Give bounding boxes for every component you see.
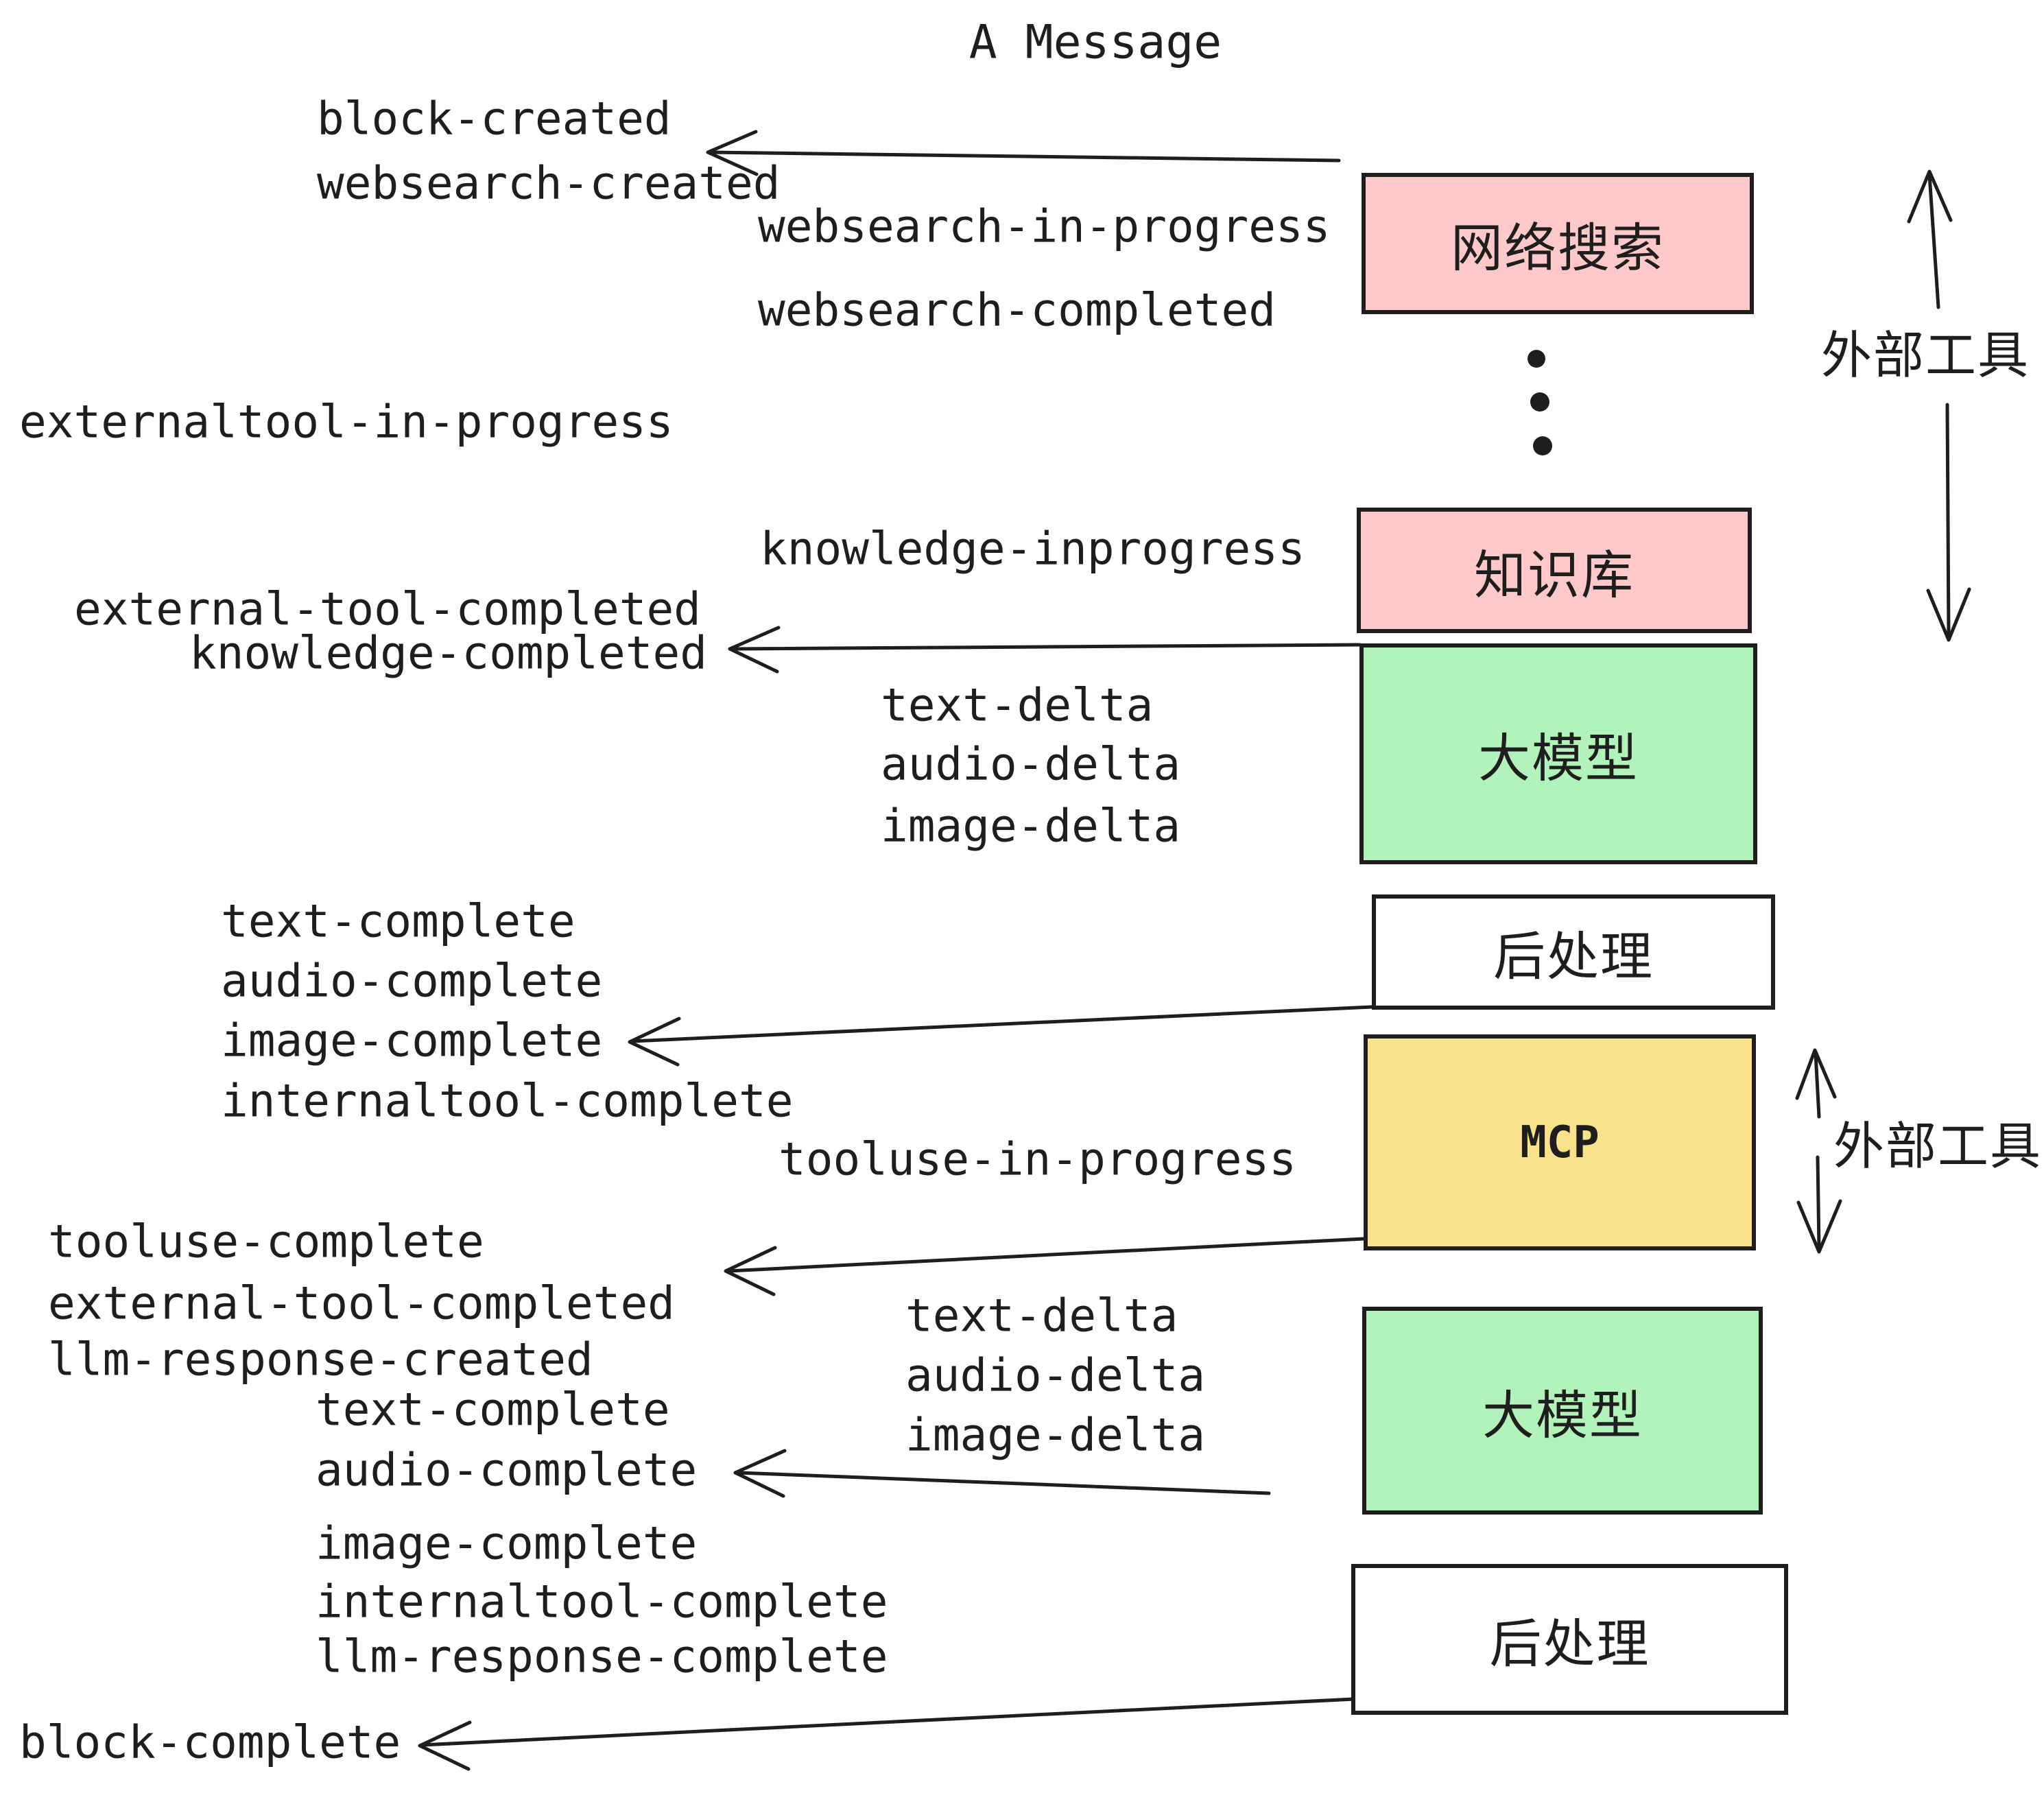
event-text-complete-2: text-complete xyxy=(316,1383,670,1436)
event-websearch-completed: websearch-completed xyxy=(758,283,1276,337)
box-mcp-label: MCP xyxy=(1520,1117,1600,1168)
box-websearch: 网络搜索 xyxy=(1362,173,1754,314)
event-audio-delta-2: audio-delta xyxy=(905,1349,1206,1402)
arrow-mcp-to-tooluse-complete-icon xyxy=(724,1237,1366,1296)
event-knowledge-inprogress: knowledge-inprogress xyxy=(760,522,1305,575)
arrow-mcp-external-down-icon xyxy=(1796,1155,1842,1254)
event-internaltool-complete-2: internaltool-complete xyxy=(316,1575,888,1628)
event-image-complete-2: image-complete xyxy=(316,1517,698,1570)
event-tooluse-complete: tooluse-complete xyxy=(48,1215,484,1268)
event-external-tool-completed: external-tool-completed xyxy=(74,582,701,636)
arrow-mcp-external-up-icon xyxy=(1795,1048,1837,1119)
event-audio-delta-1: audio-delta xyxy=(881,737,1181,791)
box-knowledge: 知识库 xyxy=(1357,508,1752,633)
event-text-delta-1: text-delta xyxy=(881,678,1154,732)
event-websearch-created: websearch-created xyxy=(317,156,781,210)
event-knowledge-completed: knowledge-completed xyxy=(189,626,707,680)
event-block-complete: block-complete xyxy=(19,1716,401,1769)
box-llm-2: 大模型 xyxy=(1362,1307,1763,1515)
event-internaltool-complete-1: internaltool-complete xyxy=(221,1074,794,1128)
event-externaltool-in-progress: externaltool-in-progress xyxy=(19,395,674,449)
box-llm-1-label: 大模型 xyxy=(1478,730,1639,788)
box-mcp: MCP xyxy=(1364,1034,1756,1250)
event-image-complete-1: image-complete xyxy=(221,1014,603,1067)
arrow-external-tools-down-icon xyxy=(1926,403,1971,642)
event-audio-complete-2: audio-complete xyxy=(316,1443,698,1497)
box-knowledge-label: 知识库 xyxy=(1474,546,1635,605)
box-websearch-label: 网络搜索 xyxy=(1451,219,1665,278)
event-text-complete-1: text-complete xyxy=(221,894,575,948)
event-tooluse-in-progress: tooluse-in-progress xyxy=(779,1132,1296,1186)
ellipsis-dots-icon xyxy=(1528,350,1552,455)
event-llm-response-created: llm-response-created xyxy=(48,1333,593,1386)
box-llm-1: 大模型 xyxy=(1359,643,1757,864)
event-block-created: block-created xyxy=(317,92,672,145)
label-external-tools-mcp: 外部工具 xyxy=(1833,1117,2042,1175)
event-external-tool-completed-2: external-tool-completed xyxy=(48,1277,675,1330)
box-postprocess-2: 后处理 xyxy=(1351,1564,1788,1715)
event-text-delta-2: text-delta xyxy=(905,1289,1178,1342)
page-title: A Message xyxy=(968,15,1222,70)
event-llm-response-complete: llm-response-complete xyxy=(316,1630,888,1683)
arrow-post2-to-block-complete-icon xyxy=(418,1696,1370,1771)
arrow-post1-to-image-complete-icon xyxy=(628,1005,1374,1067)
arrow-websearch-to-created-icon xyxy=(706,130,1341,176)
arrow-llm1-to-knowledge-completed-icon xyxy=(728,626,1362,674)
event-image-delta-1: image-delta xyxy=(881,799,1181,853)
event-websearch-in-progress: websearch-in-progress xyxy=(758,200,1331,253)
box-llm-2-label: 大模型 xyxy=(1482,1386,1643,1445)
box-postprocess-1: 后处理 xyxy=(1372,894,1775,1010)
box-postprocess-2-label: 后处理 xyxy=(1489,1615,1650,1674)
label-external-tools-top: 外部工具 xyxy=(1821,327,2030,384)
event-image-delta-2: image-delta xyxy=(905,1408,1206,1462)
arrow-llm2-to-audio-complete-icon xyxy=(733,1449,1271,1498)
arrow-external-tools-up-icon xyxy=(1907,169,1953,309)
event-audio-complete-1: audio-complete xyxy=(221,954,603,1008)
box-postprocess-1-label: 后处理 xyxy=(1493,928,1654,986)
